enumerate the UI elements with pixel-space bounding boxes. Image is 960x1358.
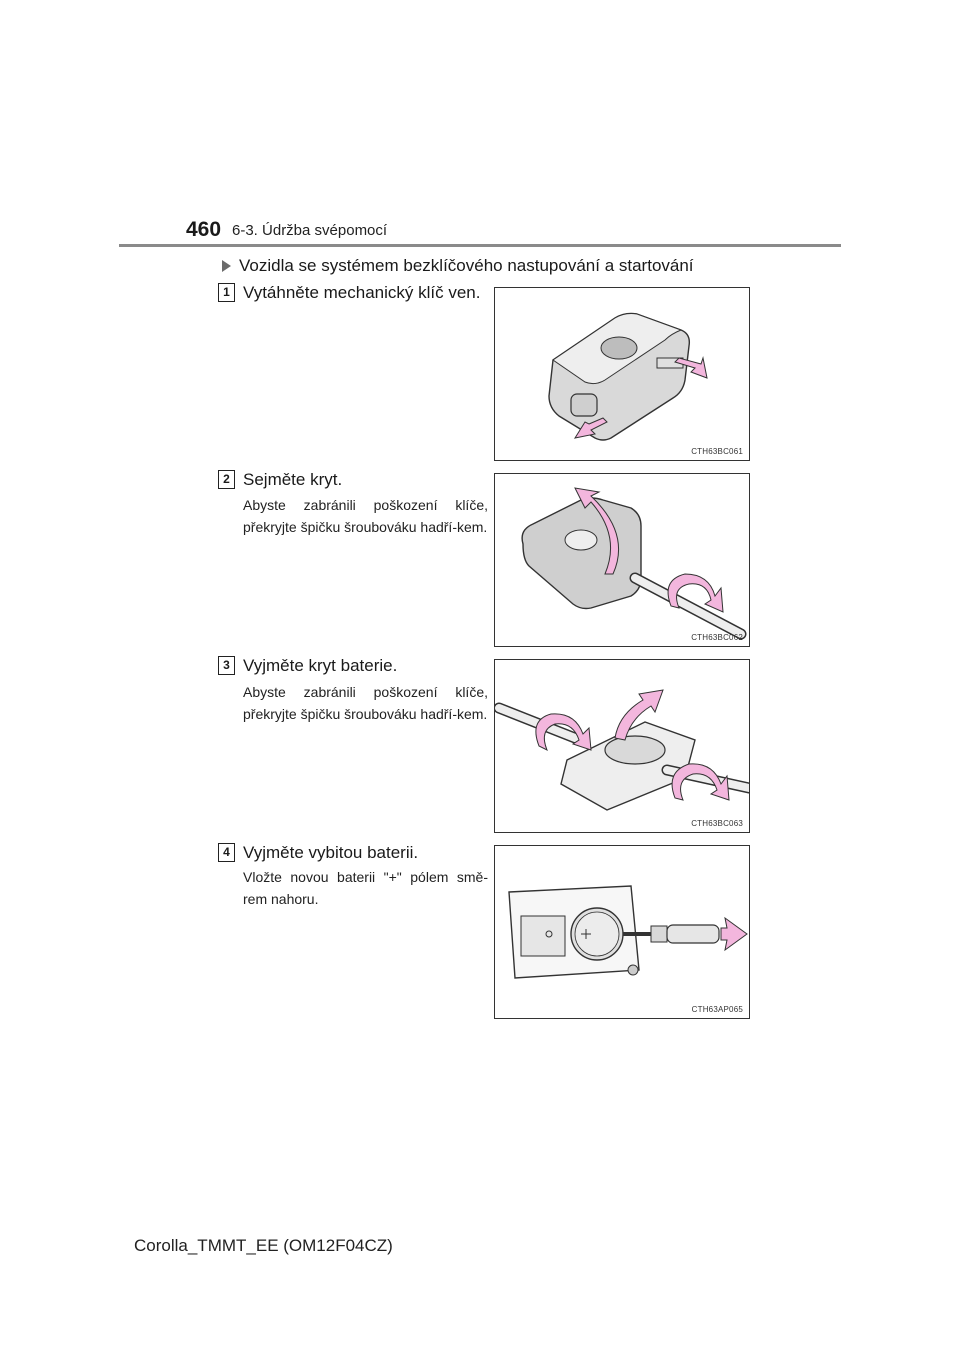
figure-code: CTH63BC061	[691, 447, 743, 456]
step-4-number: 4	[218, 843, 235, 862]
key-pull-illustration	[548, 312, 708, 441]
triangle-bullet-icon	[222, 260, 231, 272]
step-4-note: Vložte novou baterii "+" pólem smě-rem n…	[243, 869, 488, 907]
step-2-note: Abyste zabránili poškození klíče, překry…	[243, 497, 488, 535]
subsection-title: Vozidla se systémem bezklíčového nastupo…	[239, 256, 694, 275]
cover-removal-illustration	[521, 487, 747, 640]
step-3-note: Abyste zabránili poškození klíče, překry…	[243, 684, 488, 722]
step-3-number: 3	[218, 656, 235, 675]
figure-step-2: CTH63BC062	[494, 473, 750, 647]
step-3-text: Vyjměte kryt baterie.	[243, 656, 398, 675]
subsection-heading: Vozidla se systémem bezklíčového nastupo…	[222, 256, 694, 276]
figure-code: CTH63AP065	[691, 1005, 743, 1014]
page-number: 460	[186, 218, 222, 241]
figure-step-1: CTH63BC061	[494, 287, 750, 461]
figure-code: CTH63BC063	[691, 819, 743, 828]
figure-step-4: CTH63AP065	[494, 845, 750, 1019]
battery-cover-removal-illustration	[495, 689, 749, 811]
step-2-text: Sejměte kryt.	[243, 470, 343, 489]
footer-document-id: Corolla_TMMT_EE (OM12F04CZ)	[134, 1236, 393, 1255]
step-2-number: 2	[218, 470, 235, 489]
figure-step-3: CTH63BC063	[494, 659, 750, 833]
step-1-text: Vytáhněte mechanický klíč ven.	[243, 283, 481, 302]
header-divider	[119, 244, 841, 247]
figure-code: CTH63BC062	[691, 633, 743, 642]
step-1-number: 1	[218, 283, 235, 302]
battery-removal-illustration	[508, 885, 748, 979]
section-title: 6-3. Údržba svépomocí	[232, 222, 388, 239]
step-4-text: Vyjměte vybitou baterii.	[243, 843, 419, 862]
